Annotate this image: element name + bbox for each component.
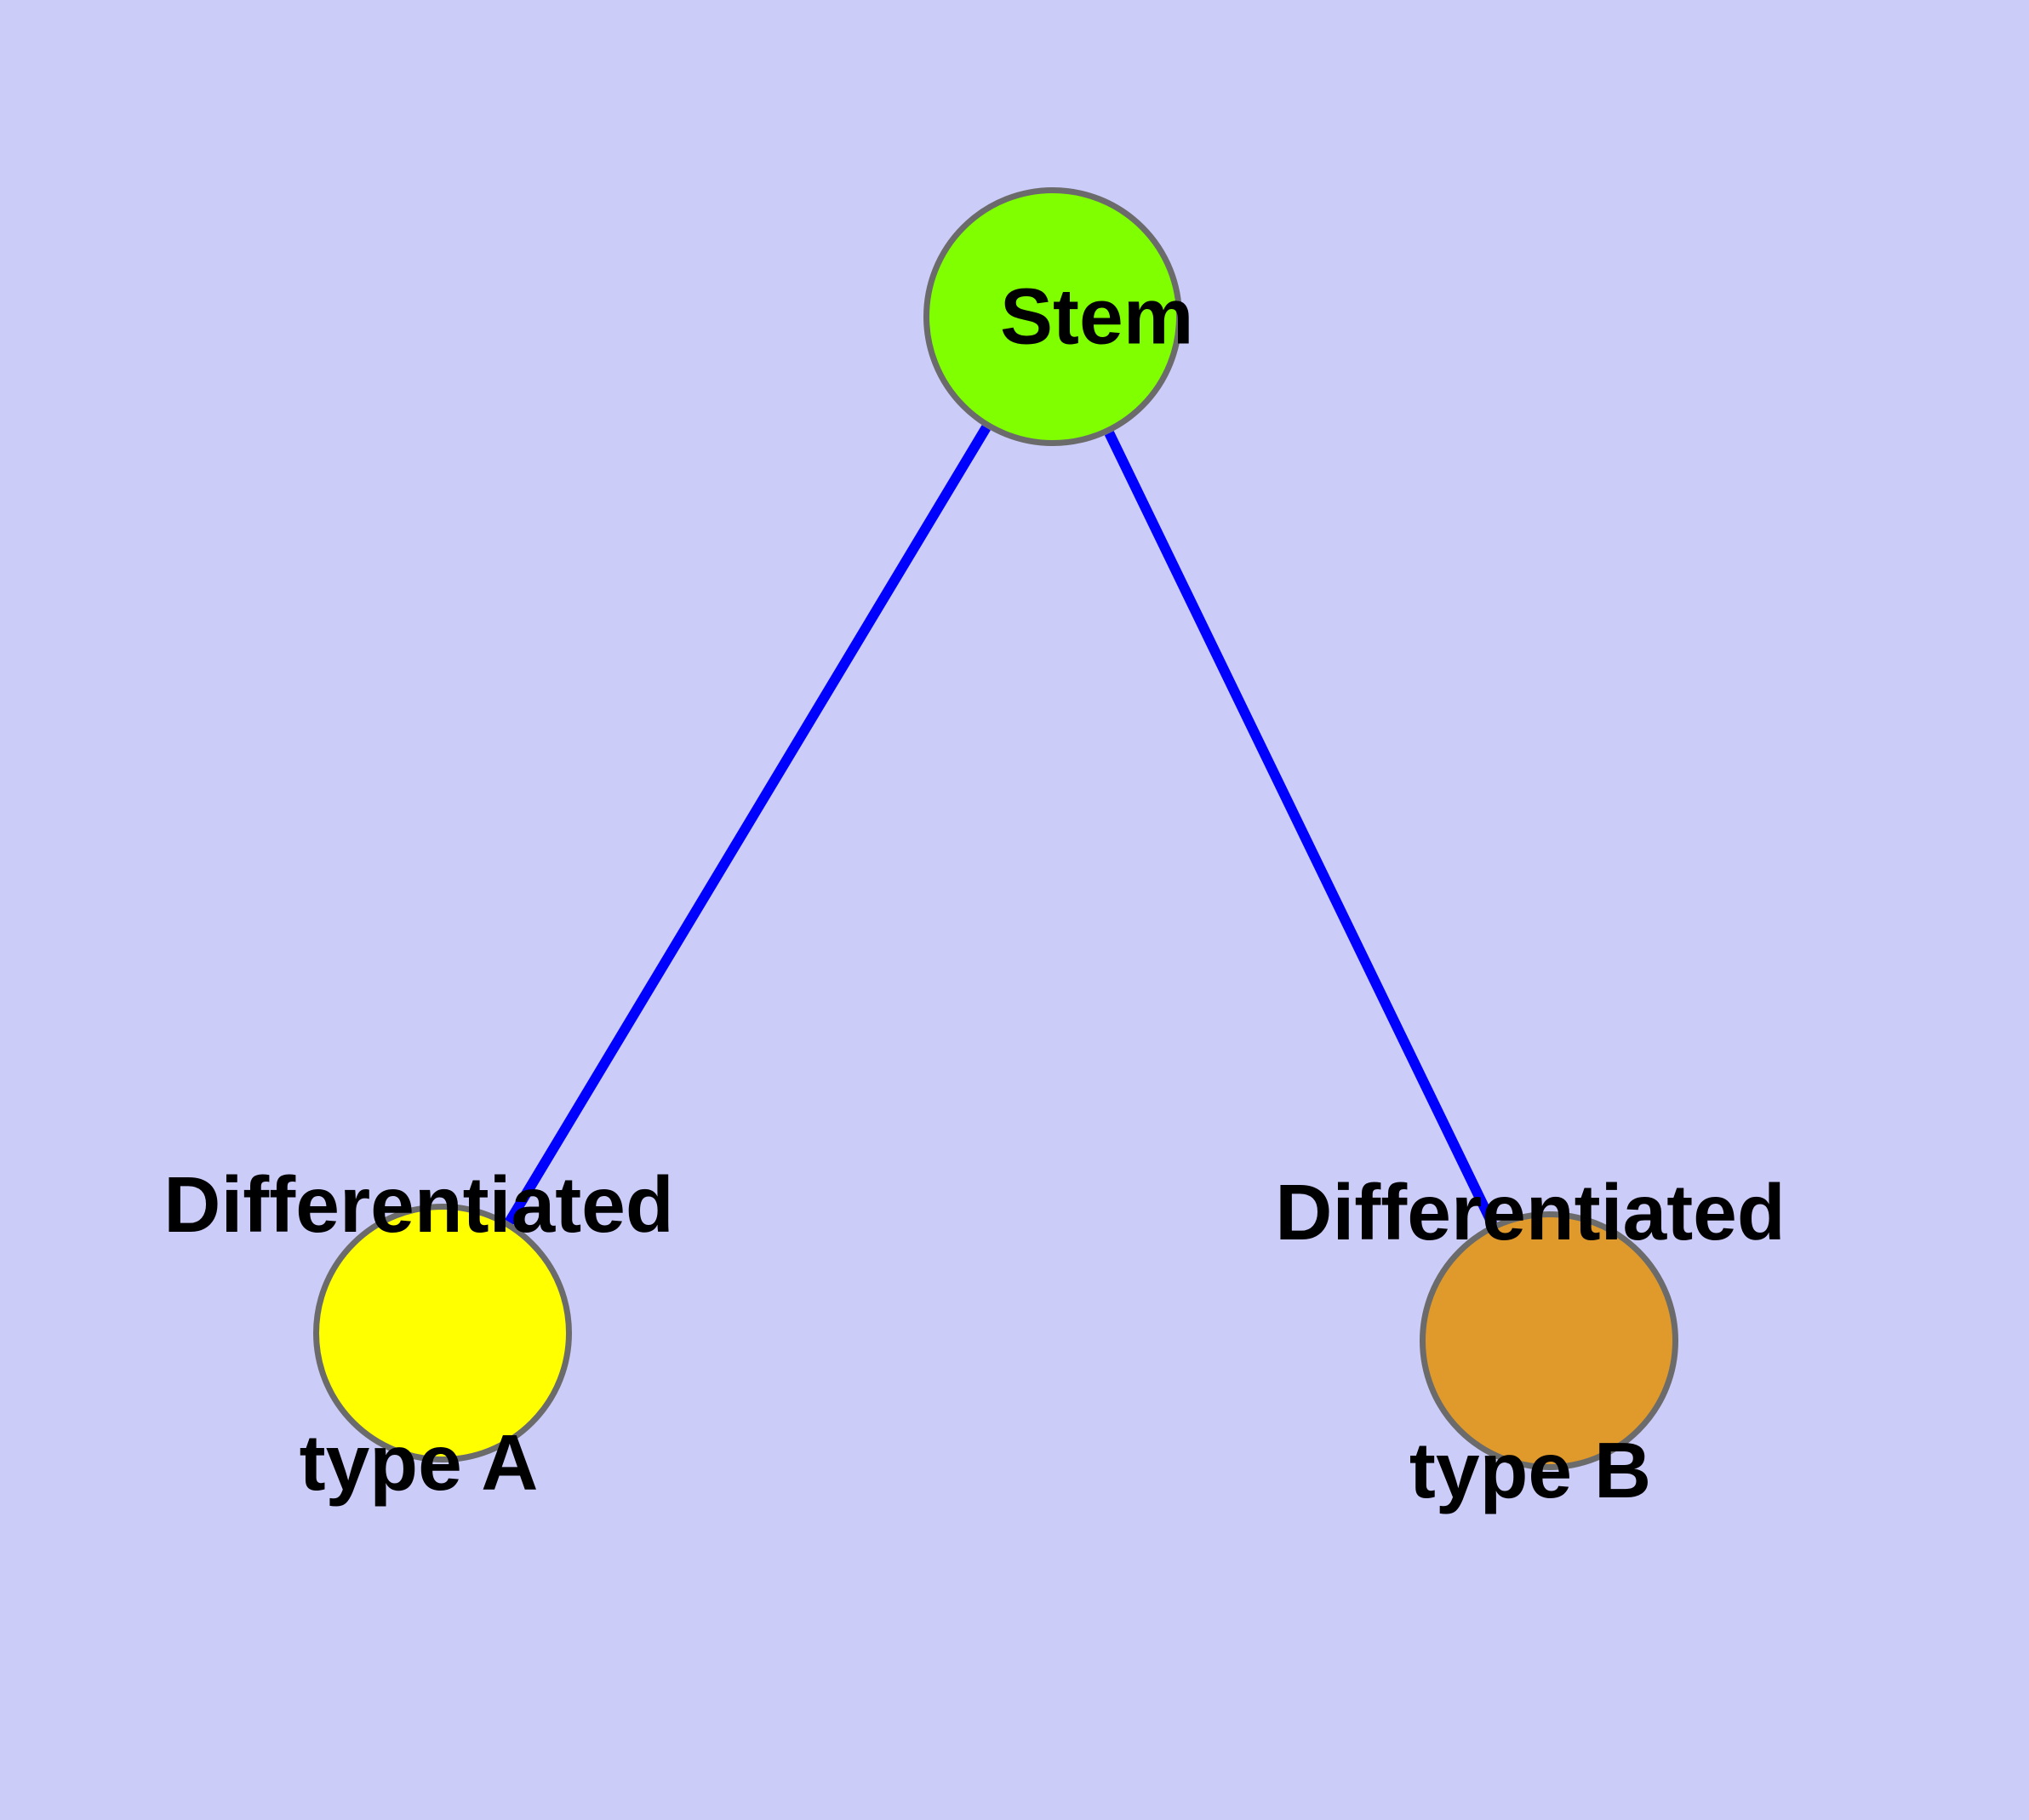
node-differentiated-type-a[interactable] xyxy=(313,1204,572,1462)
node-layer xyxy=(313,187,1678,1470)
edge-stem-to-type-a[interactable] xyxy=(505,425,991,1225)
node-differentiated-type-b[interactable] xyxy=(1420,1211,1678,1470)
edge-layer xyxy=(505,425,1498,1227)
node-stem[interactable] xyxy=(923,187,1182,446)
edge-stem-to-type-b[interactable] xyxy=(1104,431,1498,1227)
